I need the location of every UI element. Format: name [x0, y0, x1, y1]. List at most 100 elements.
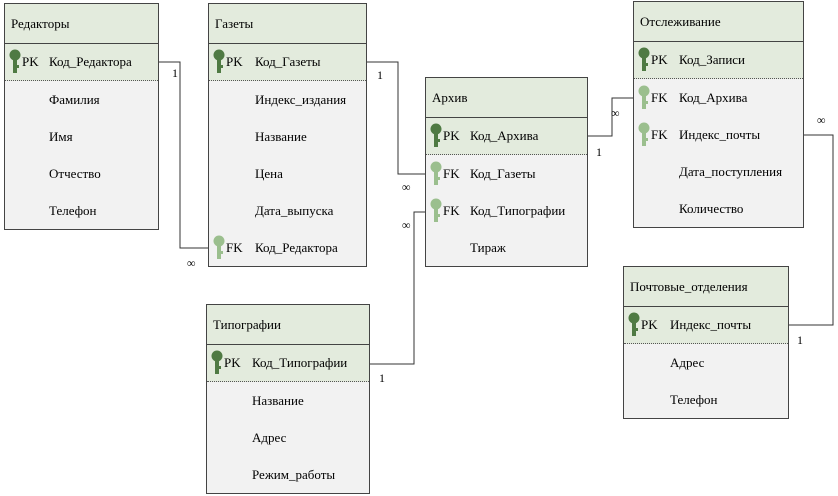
card-redaktory-one: 1	[172, 66, 178, 80]
entity-title: Почтовые_отделения	[624, 267, 788, 307]
key-type: PK	[651, 52, 668, 67]
key-type: FK	[651, 126, 668, 142]
field-name: Название	[255, 128, 307, 144]
field-name: Код_Архива	[679, 89, 748, 105]
field-row: Цена	[209, 155, 366, 192]
rel-gazety-arhiv	[366, 61, 426, 175]
key-type: PK	[443, 128, 460, 143]
field-name: Фамилия	[49, 91, 100, 107]
rel-redaktory-gazety	[158, 61, 209, 249]
field-row: FK Индекс_почты	[634, 116, 803, 153]
field-name: Цена	[255, 165, 283, 181]
field-name: Имя	[49, 128, 73, 144]
card-arhiv-tipografii-many: ∞	[402, 218, 411, 232]
field-row: PK Код_Записи	[634, 42, 803, 79]
field-name: Дата_выпуска	[255, 202, 334, 218]
key-icon	[430, 192, 442, 229]
field-row: Адрес	[207, 419, 369, 456]
card-pochtovye-one: 1	[797, 333, 803, 347]
field-row: Название	[207, 382, 369, 419]
field-name: Телефон	[49, 202, 97, 218]
field-name: Код_Архива	[470, 128, 539, 143]
field-name: Код_Типографии	[252, 355, 348, 370]
card-tipografii-one: 1	[379, 371, 385, 385]
field-row: PK Код_Редактора	[5, 44, 158, 81]
key-icon	[638, 116, 650, 153]
key-icon	[638, 79, 650, 116]
field-name: Название	[252, 392, 304, 408]
entity-title: Типографии	[207, 305, 369, 345]
key-icon	[9, 44, 21, 80]
field-row: Отчество	[5, 155, 158, 192]
field-row: Режим_работы	[207, 456, 369, 493]
key-icon	[211, 345, 223, 381]
field-name: Адрес	[670, 354, 705, 370]
key-type: FK	[226, 239, 243, 255]
field-name: Код_Газеты	[470, 165, 536, 181]
field-name: Код_Типографии	[470, 202, 566, 218]
field-row: Тираж	[426, 229, 587, 266]
field-row: Дата_выпуска	[209, 192, 366, 229]
card-otsl-arhiv-many: ∞	[611, 106, 620, 120]
field-row: Телефон	[624, 381, 788, 418]
field-name: Дата_поступления	[679, 163, 783, 179]
key-icon	[213, 44, 225, 80]
field-row: Адрес	[624, 344, 788, 381]
field-row: Телефон	[5, 192, 158, 229]
entity-title: Редакторы	[5, 4, 158, 44]
field-name: Режим_работы	[252, 466, 336, 482]
key-icon	[430, 118, 442, 154]
card-arhiv-one: 1	[596, 145, 602, 159]
card-gazety-many: ∞	[187, 256, 196, 270]
field-name: Телефон	[670, 391, 718, 407]
rel-arhiv-otslezhivanie	[587, 97, 634, 137]
field-name: Код_Редактора	[255, 239, 338, 255]
card-otsl-pochta-many: ∞	[817, 113, 826, 127]
field-row: Название	[209, 118, 366, 155]
field-name: Код_Газеты	[255, 54, 321, 69]
field-row: PK Код_Архива	[426, 118, 587, 155]
field-row: FK Код_Газеты	[426, 155, 587, 192]
field-row: PK Код_Типографии	[207, 345, 369, 382]
key-type: FK	[443, 165, 460, 181]
key-icon	[638, 42, 650, 78]
key-icon	[628, 307, 640, 343]
key-icon	[430, 155, 442, 192]
key-type: FK	[443, 202, 460, 218]
entity-title: Архив	[426, 78, 587, 118]
field-name: Адрес	[252, 429, 287, 445]
field-row: PK Код_Газеты	[209, 44, 366, 81]
field-name: Тираж	[470, 239, 506, 255]
key-type: PK	[224, 355, 241, 370]
key-icon	[213, 229, 225, 266]
field-name: Отчество	[49, 165, 101, 181]
key-type: PK	[22, 54, 39, 69]
field-row: FK Код_Типографии	[426, 192, 587, 229]
field-name: Код_Записи	[679, 52, 746, 67]
field-row: Индекс_издания	[209, 81, 366, 118]
field-name: Индекс_издания	[255, 91, 347, 107]
key-type: PK	[226, 54, 243, 69]
field-name: Код_Редактора	[49, 54, 132, 69]
rel-pochtovye-otslezhivanie	[788, 134, 834, 326]
entity-title: Газеты	[209, 4, 366, 44]
card-arhiv-gazety-many: ∞	[402, 180, 411, 194]
field-name: Индекс_почты	[679, 126, 761, 142]
card-gazety-one: 1	[377, 68, 383, 82]
field-row: Имя	[5, 118, 158, 155]
field-row: Количество	[634, 190, 803, 227]
key-type: PK	[641, 317, 658, 332]
rel-tipografii-arhiv	[369, 211, 426, 365]
field-row: Дата_поступления	[634, 153, 803, 190]
entity-title: Отслеживание	[634, 2, 803, 42]
field-row: Фамилия	[5, 81, 158, 118]
